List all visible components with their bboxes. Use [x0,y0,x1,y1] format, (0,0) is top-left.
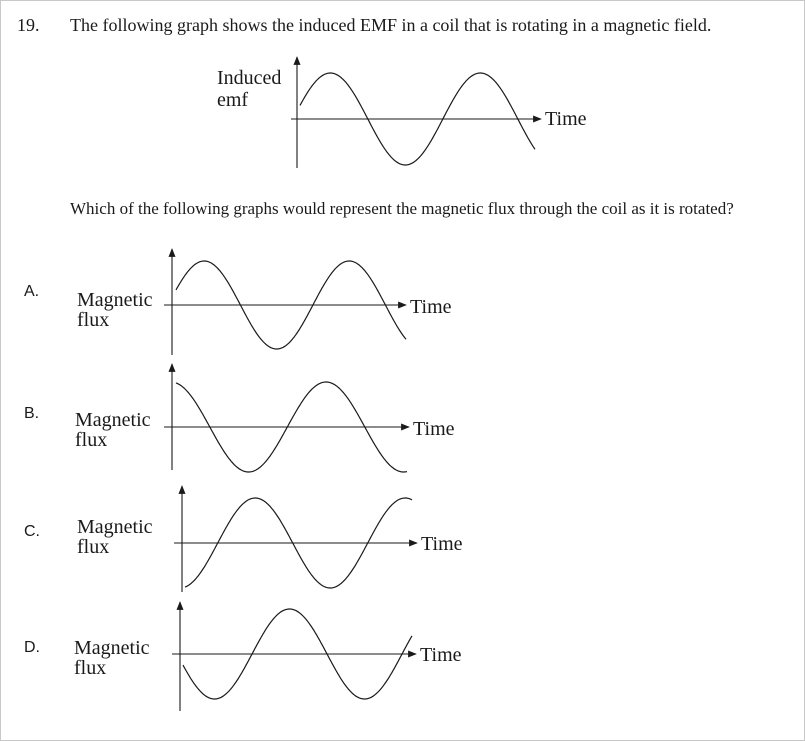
question-number: 19. [17,15,40,35]
option-a-y-label-line2: flux [77,309,110,331]
option-c-y-label-line1: Magnetic [77,516,153,538]
question-text: The following graph shows the induced EM… [70,15,712,35]
option-b-curve [175,381,408,473]
option-b-x-label: Time [413,418,455,440]
option-b-y-label-line1: Magnetic [75,409,151,431]
option-a-y-label-line1: Magnetic [77,289,153,311]
option-d-y-label-line1: Magnetic [74,637,150,659]
option-d-x-label: Time [420,644,462,666]
question-prompt: Which of the following graphs would repr… [70,199,734,218]
option-a-x-label: Time [410,296,452,318]
emf-y-label-line1: Induced [217,67,282,89]
option-d-letter: D. [24,639,40,656]
emf-y-label-line2: emf [217,89,249,111]
option-a-curve [175,260,407,350]
option-d-y-label-line2: flux [74,657,107,679]
option-c-y-label-line2: flux [77,536,110,558]
emf-curve [299,72,536,166]
option-b-y-label-line2: flux [75,429,108,451]
option-a-letter: A. [24,283,40,300]
option-c-x-label: Time [421,533,463,555]
option-c-letter: C. [24,523,40,540]
option-b-letter: B. [24,405,40,422]
emf-x-label: Time [545,108,587,130]
option-d-curve [182,608,413,700]
option-c-curve [184,497,413,589]
